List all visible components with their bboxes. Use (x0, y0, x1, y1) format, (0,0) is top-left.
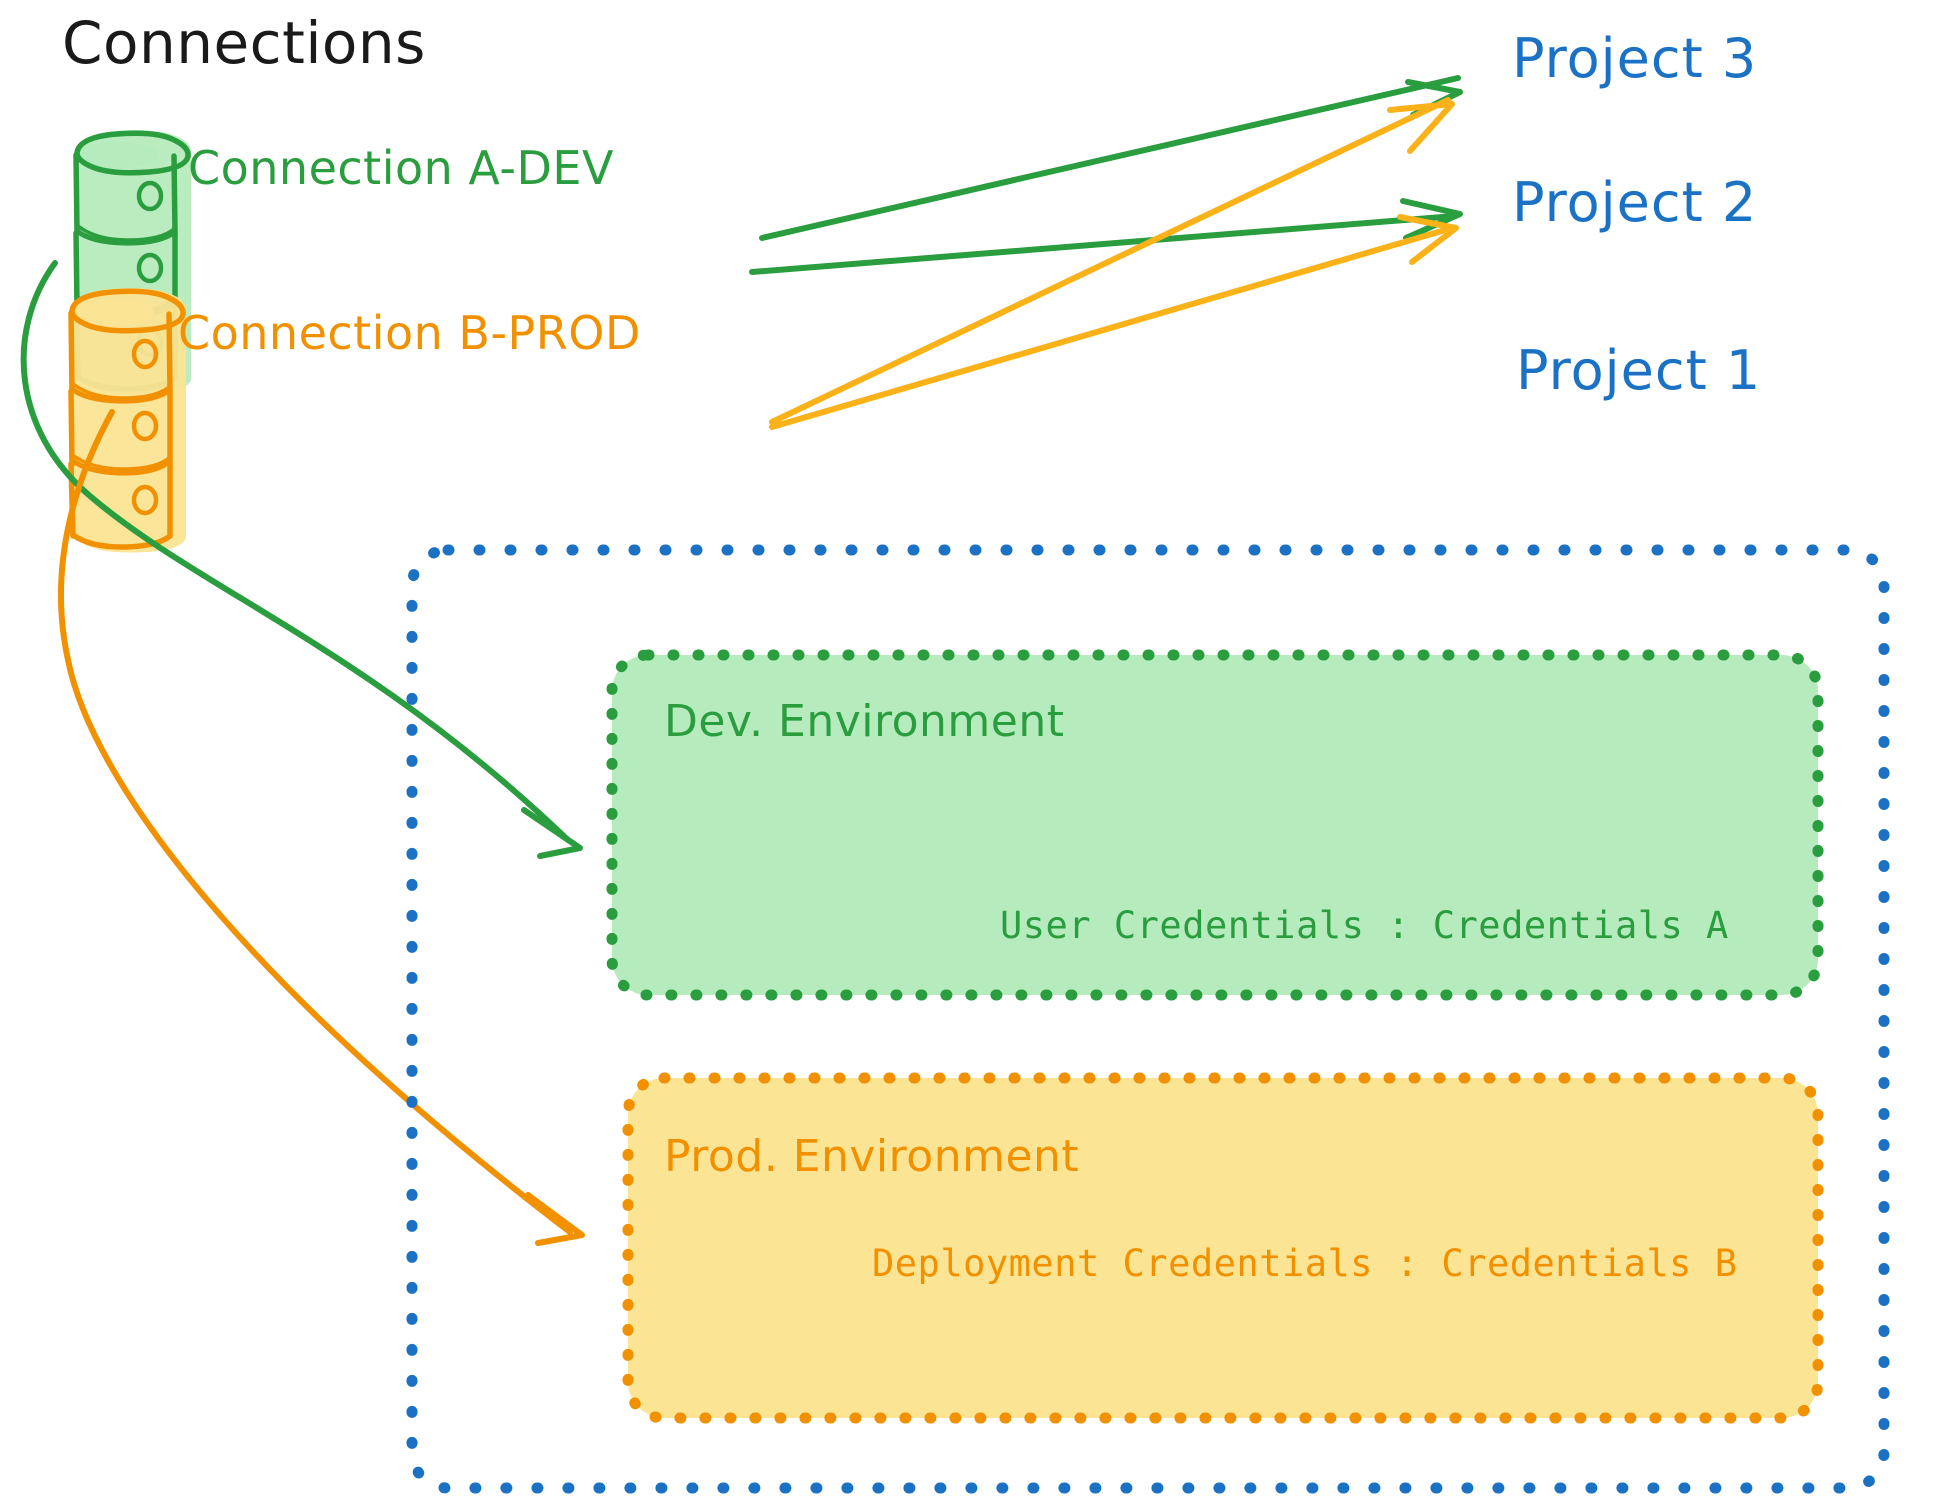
project-2-label[interactable]: Project 2 (1512, 171, 1758, 234)
page-title: Connections (62, 9, 426, 77)
project-1-container (406, 544, 1890, 1494)
project-3-label[interactable]: Project 3 (1512, 27, 1758, 90)
prod-environment-credentials: Deployment Credentials : Credentials B (872, 1242, 1738, 1285)
prod-environment-title: Prod. Environment (664, 1131, 1080, 1182)
edge-conn-a-to-project-3 (759, 75, 1463, 241)
dev-environment-credentials: User Credentials : Credentials A (1000, 904, 1729, 947)
edge-conn-a-to-project-2 (749, 198, 1463, 275)
connection-a-dev-label[interactable]: Connection A-DEV (188, 141, 614, 195)
database-cylinder-icon-b-prod[interactable] (68, 288, 186, 553)
edge-conn-a-to-dev-environment (20, 260, 583, 859)
prod-environment-box[interactable] (622, 1072, 1824, 1424)
edge-conn-b-to-project-3 (769, 97, 1455, 425)
dev-environment-title: Dev. Environment (664, 696, 1065, 747)
dev-environment-box[interactable] (606, 649, 1824, 1001)
project-1-label[interactable]: Project 1 (1516, 339, 1762, 402)
connection-b-prod-label[interactable]: Connection B-PROD (178, 306, 641, 360)
edge-conn-b-to-prod-environment (58, 409, 585, 1246)
edge-conn-b-to-project-2 (769, 214, 1459, 430)
